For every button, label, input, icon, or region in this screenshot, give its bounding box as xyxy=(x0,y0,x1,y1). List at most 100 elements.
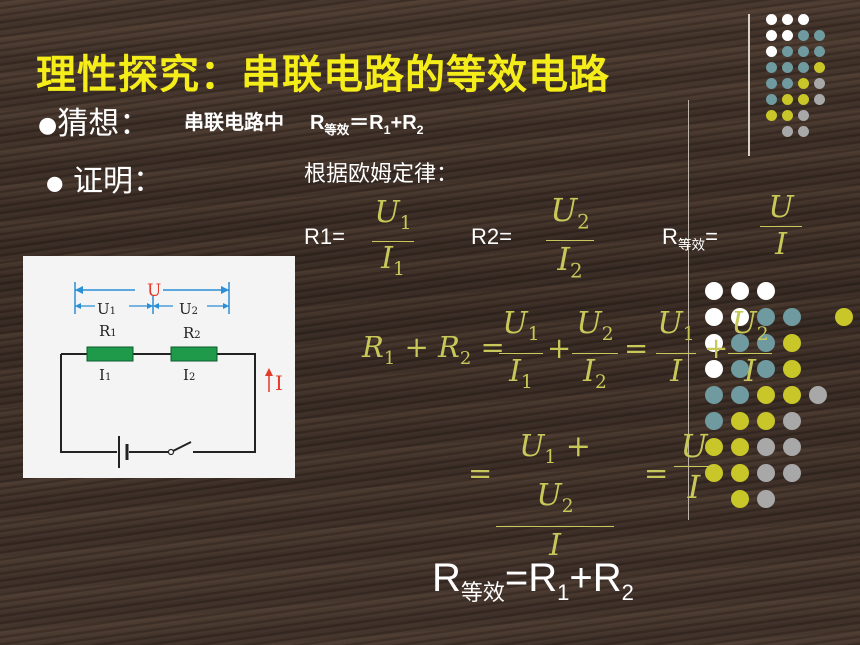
decor-dot xyxy=(731,412,749,430)
decor-dot xyxy=(705,412,723,430)
r2-label: R2= xyxy=(471,224,512,249)
deriv-fraction-2: U2 I2 xyxy=(572,306,618,401)
decor-dot xyxy=(783,360,801,378)
decor-dot xyxy=(705,386,723,404)
label-r1: R1 xyxy=(99,322,117,340)
decor-dot xyxy=(757,412,775,430)
decor-dot xyxy=(814,94,825,105)
decor-dot xyxy=(782,78,793,89)
decor-line xyxy=(748,14,750,156)
decor-dot xyxy=(757,490,775,508)
r1-label: R1= xyxy=(304,224,345,249)
arrowhead xyxy=(153,303,159,309)
decor-dot xyxy=(814,62,825,73)
decor-dot xyxy=(731,464,749,482)
deriv-fraction-final: U I xyxy=(674,426,714,507)
arrowhead xyxy=(265,368,273,376)
arrowhead xyxy=(223,303,229,309)
decor-dot xyxy=(782,14,793,25)
decor-dot xyxy=(783,438,801,456)
decor-dot xyxy=(705,308,723,326)
wire xyxy=(60,354,119,453)
fraction-u-i: U I xyxy=(760,190,802,263)
decor-dot xyxy=(766,62,777,73)
decor-dot xyxy=(798,126,809,137)
arrowhead xyxy=(221,286,229,294)
label-u2: U2 xyxy=(179,300,198,318)
deriv-fraction-3: U1 I xyxy=(656,306,696,389)
conclusion-formula: R等效=R1+R2 xyxy=(432,556,634,605)
decor-dot xyxy=(783,308,801,326)
guess-line: ●猜想： xyxy=(38,98,150,143)
deriv-eq: = xyxy=(624,331,649,365)
decor-dot xyxy=(782,46,793,57)
decor-line xyxy=(688,100,689,520)
decor-dot xyxy=(731,334,749,352)
guess-statement: 串联电路中 R等效＝R1+R2 xyxy=(184,106,424,138)
resistor-r1 xyxy=(86,346,134,362)
fraction-u1-i1: U1 I1 xyxy=(372,196,414,287)
decor-dot xyxy=(705,438,723,456)
decor-dot xyxy=(757,464,775,482)
label-u1: U1 xyxy=(97,300,116,318)
proof-label: 证明： xyxy=(73,164,163,199)
decor-dot xyxy=(766,94,777,105)
decor-dot xyxy=(835,308,853,326)
decor-dot xyxy=(783,334,801,352)
decor-dot xyxy=(731,490,749,508)
label-i2: I2 xyxy=(183,366,195,384)
decor-dot xyxy=(814,46,825,57)
deriv-plus: + xyxy=(547,331,572,365)
bullet: ● xyxy=(38,113,58,138)
ohm-law-text: 根据欧姆定律： xyxy=(304,162,459,187)
decor-dot xyxy=(766,30,777,41)
decor-dot xyxy=(705,464,723,482)
decor-dot xyxy=(757,334,775,352)
deriv-eq-2: = xyxy=(468,456,493,490)
decor-dot xyxy=(705,360,723,378)
decor-dot xyxy=(757,360,775,378)
decor-dot xyxy=(782,94,793,105)
deriv-fraction-sum: U1 + U2 I xyxy=(496,428,614,565)
decor-dot xyxy=(766,14,777,25)
req-label: R等效= xyxy=(662,224,718,253)
decor-dot xyxy=(798,30,809,41)
decor-dot xyxy=(757,386,775,404)
switch-lever xyxy=(172,441,192,452)
label-u: U xyxy=(147,281,161,301)
decor-dot xyxy=(798,78,809,89)
decor-dot xyxy=(705,282,723,300)
guess-text: 串联电路中 xyxy=(184,110,284,134)
decor-dot xyxy=(731,308,749,326)
arrowhead xyxy=(147,303,153,309)
decor-dot xyxy=(798,94,809,105)
switch-gap xyxy=(171,446,193,456)
decor-dot xyxy=(766,110,777,121)
circuit-diagram: U U1 U2 R1 R2 I1 I2 I xyxy=(23,256,295,478)
arrowhead xyxy=(75,286,83,294)
bullet: ● xyxy=(46,170,64,195)
decor-dot xyxy=(809,386,827,404)
label-r2: R2 xyxy=(183,324,201,342)
proof-line: ● 证明： xyxy=(46,156,163,200)
deriv-fraction-4: U2 I xyxy=(728,306,772,390)
label-i: I xyxy=(275,371,283,395)
decor-dot xyxy=(757,282,775,300)
derivation-lhs: R1 + R2 = xyxy=(362,330,505,369)
decor-dot xyxy=(783,464,801,482)
arrowhead xyxy=(75,303,81,309)
decor-dot xyxy=(782,30,793,41)
decor-dot xyxy=(705,334,723,352)
decor-dot xyxy=(731,282,749,300)
decor-dot xyxy=(731,386,749,404)
decor-dot xyxy=(814,78,825,89)
decor-dot xyxy=(757,308,775,326)
decor-dot xyxy=(766,46,777,57)
decor-dot xyxy=(798,110,809,121)
guess-formula: R等效＝R1+R2 xyxy=(309,112,424,137)
switch-contact xyxy=(167,448,175,456)
slide-title: 理性探究：串联电路的等效电路 xyxy=(36,52,610,98)
label-i1: I1 xyxy=(99,366,111,384)
decor-dot xyxy=(731,438,749,456)
deriv-fraction-1: U1 I1 xyxy=(499,306,543,401)
